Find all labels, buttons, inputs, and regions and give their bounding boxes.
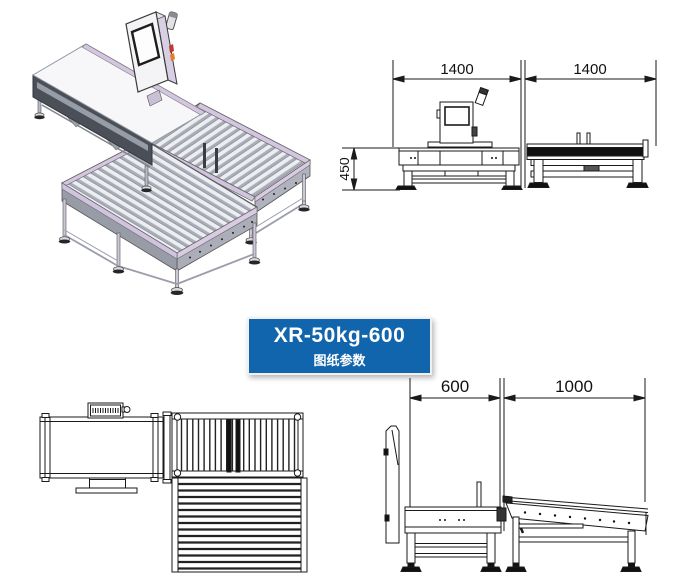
roller-conveyor-plan-lower <box>171 477 308 573</box>
dim-450-height: 450 <box>340 157 352 181</box>
roller-conveyor-side <box>526 132 649 188</box>
pedestal-plan <box>75 478 138 494</box>
lower-side-elevation: 600 1000 <box>383 377 649 572</box>
monitor-screen <box>130 22 161 67</box>
upper-side-elevation: 1400 1400 450 <box>340 60 657 191</box>
plan-view <box>39 402 308 573</box>
signal-beacon <box>165 11 178 31</box>
belt-conveyor-plan <box>39 411 172 484</box>
dimension-lines-lower <box>409 378 646 531</box>
belt-conveyor <box>32 43 206 193</box>
guide-post <box>215 148 218 173</box>
isometric-view <box>32 11 311 295</box>
dim-1400-right: 1400 <box>573 61 606 78</box>
dimension-lines-upper <box>342 60 657 191</box>
weigh-section-side <box>383 425 507 572</box>
roller-conveyor-plan-upper <box>171 412 304 478</box>
model-number: XR-50kg-600 <box>273 324 406 347</box>
decline-conveyor-side <box>502 495 649 572</box>
guide-post <box>203 143 206 168</box>
checkweigher-side <box>395 86 523 190</box>
model-subtitle: 图纸参数 <box>313 353 366 368</box>
hmi-monitor <box>124 11 178 107</box>
model-label: XR-50kg-600 图纸参数 <box>247 317 432 375</box>
control-box-plan <box>87 402 131 419</box>
dim-600: 600 <box>441 377 469 396</box>
dim-1400-left: 1400 <box>440 61 473 78</box>
dim-1000: 1000 <box>555 377 593 396</box>
